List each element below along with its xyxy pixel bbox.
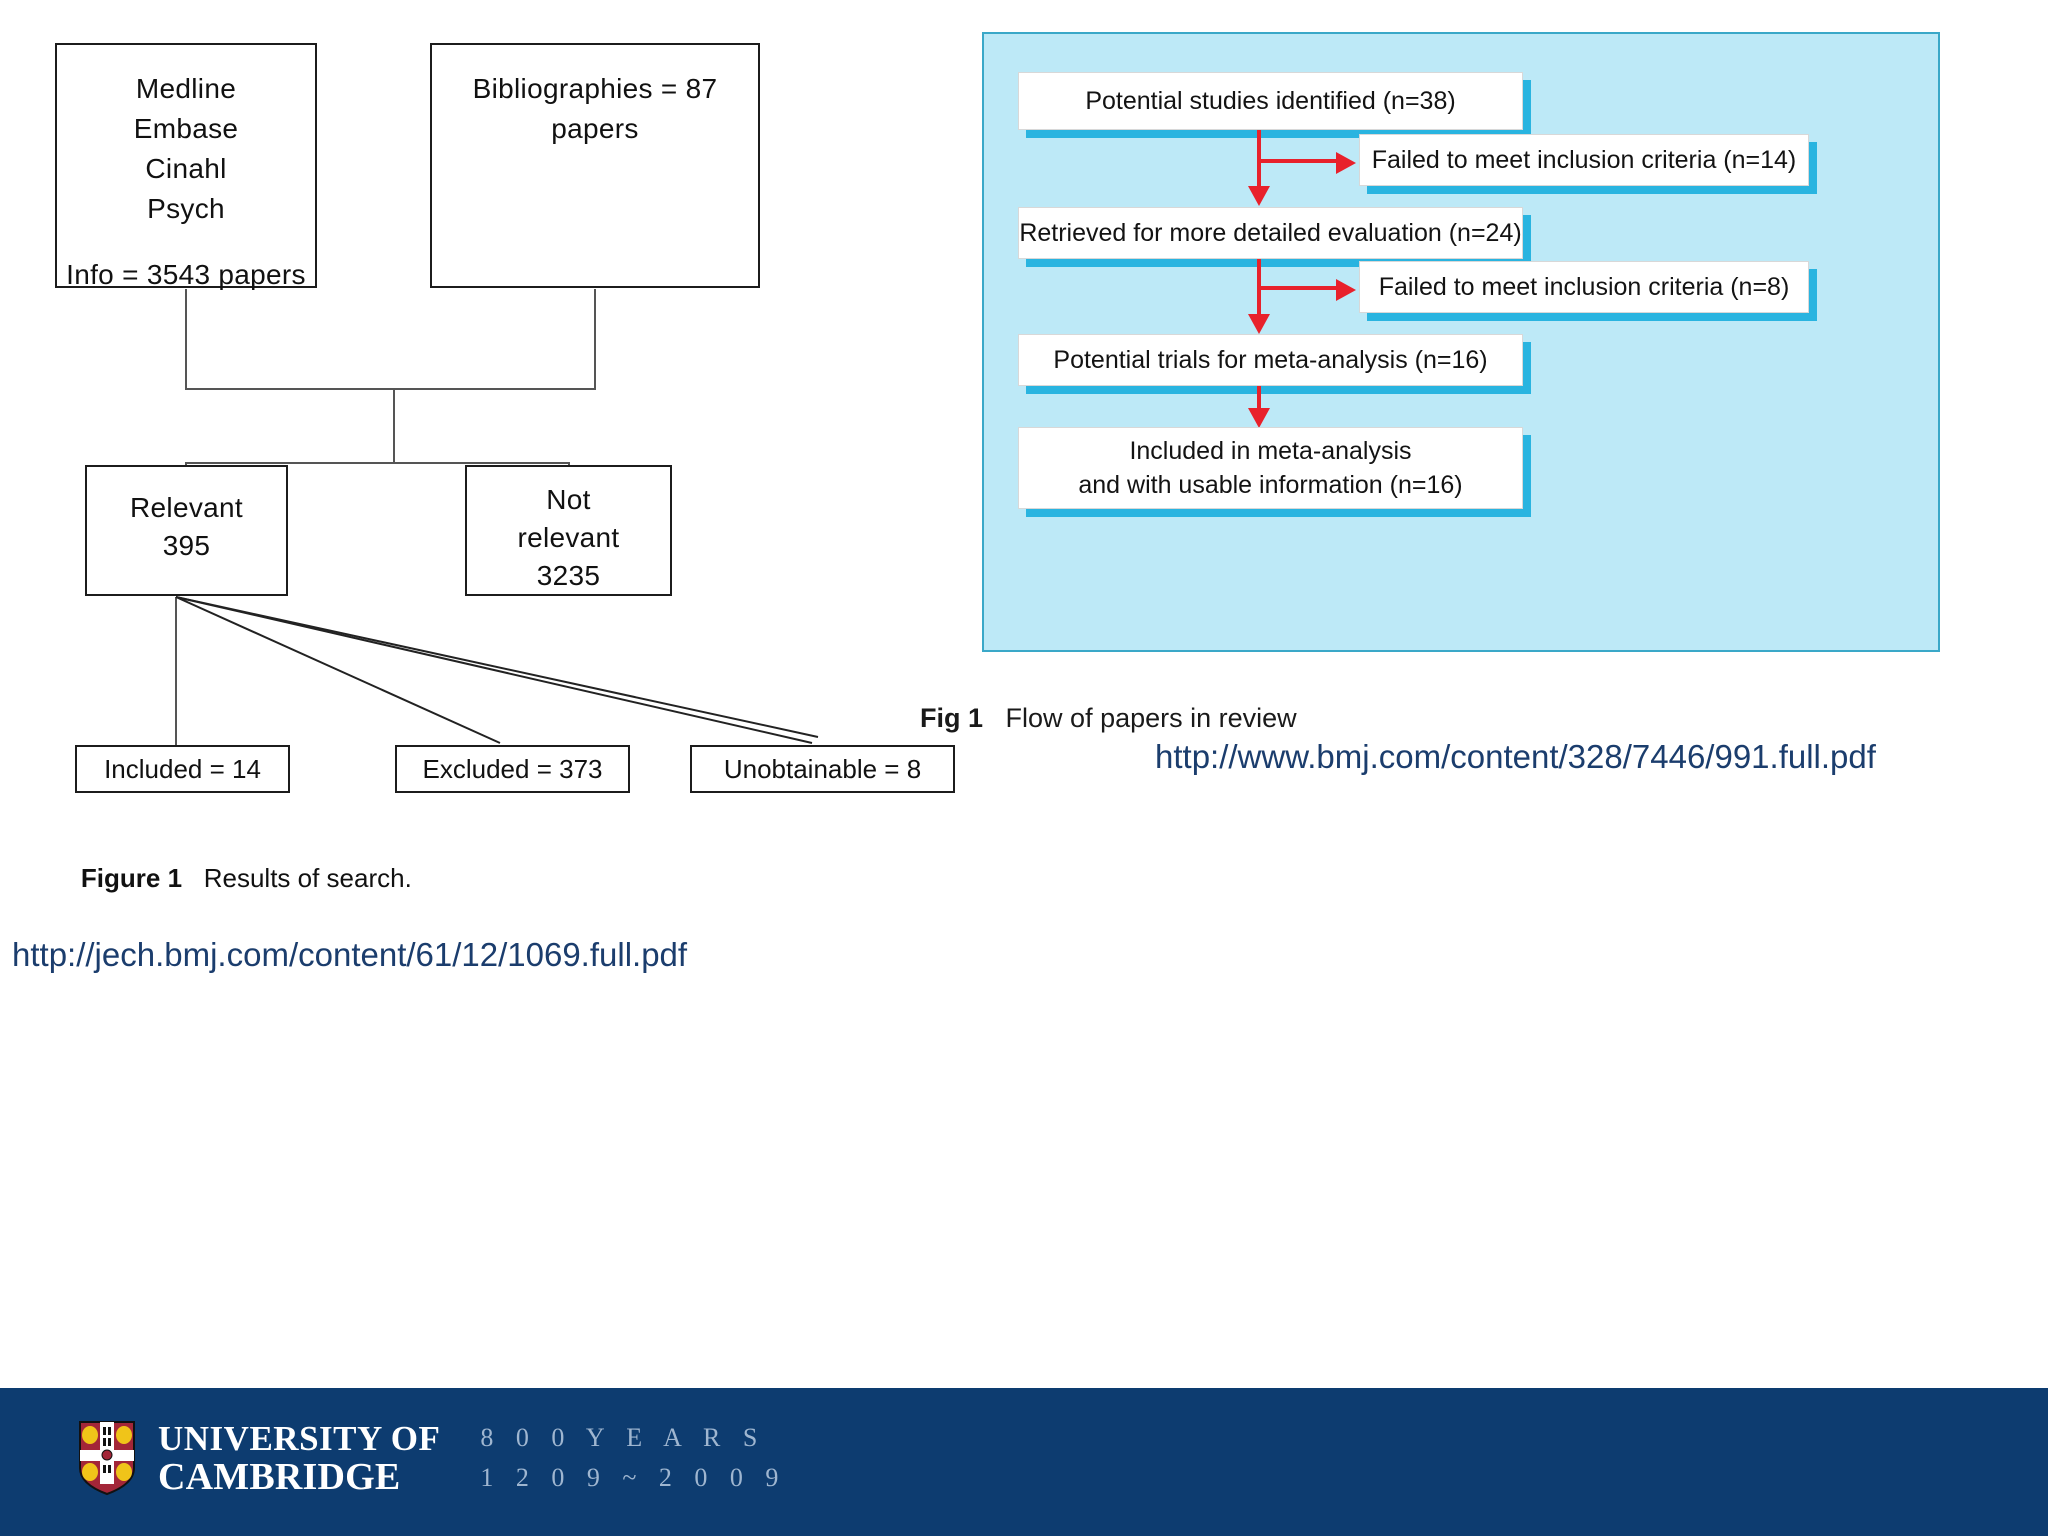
left-figure-caption-text: Results of search. — [203, 863, 412, 893]
cambridge-logo-lockup: UNIVERSITY OF CAMBRIDGE 8 0 0 Y E A R S … — [78, 1418, 786, 1498]
not-relevant-label-2: relevant — [517, 522, 620, 553]
relevant-fanout-connectors — [175, 596, 819, 745]
right-figure-caption: Fig 1 Flow of papers in review — [905, 672, 1297, 734]
relevant-count: 395 — [162, 530, 211, 561]
arrow-to-failed2-head — [1336, 279, 1356, 301]
databases-line-embase: Embase — [133, 113, 239, 144]
databases-line-info: Info = 3543 papers — [66, 259, 306, 290]
not-relevant-count: 3235 — [536, 560, 601, 591]
included-meta-analysis-box: Included in meta-analysis and with usabl… — [1018, 427, 1523, 509]
arrow-to-failed1-stem — [1257, 159, 1345, 163]
arrow-to-failed1-head — [1336, 152, 1356, 174]
not-relevant-label-1: Not — [546, 484, 591, 515]
relevant-label: Relevant — [130, 492, 243, 523]
anniversary-text: 8 0 0 Y E A R S 1 2 0 9 ~ 2 0 0 9 — [480, 1418, 786, 1498]
jech-url-link[interactable]: http://jech.bmj.com/content/61/12/1069.f… — [12, 936, 688, 973]
cambridge-crest-icon — [78, 1420, 136, 1496]
unobtainable-box: Unobtainable = 8 — [690, 745, 955, 793]
arrow-trials-to-included-stem — [1257, 386, 1261, 419]
included-meta-analysis-line-1: Included in meta-analysis — [1129, 437, 1412, 465]
bmj-url-link[interactable]: http://www.bmj.com/content/328/7446/991.… — [1155, 738, 1876, 775]
left-figure-caption: Figure 1 Results of search. — [52, 832, 412, 925]
right-flow-diagram-panel: Potential studies identified (n=38) Fail… — [982, 32, 1940, 652]
anniversary-line-1: 8 0 0 Y E A R S — [480, 1423, 766, 1452]
connector-split-bottom — [185, 462, 569, 464]
left-figure-caption-label: Figure 1 — [80, 863, 183, 893]
arrow-to-failed2-stem — [1257, 286, 1345, 290]
failed-inclusion-criteria-8-box: Failed to meet inclusion criteria (n=8) — [1359, 261, 1809, 313]
arrow-trials-to-included-head — [1248, 408, 1270, 428]
wordmark-line-2: CAMBRIDGE — [158, 1456, 401, 1498]
databases-line-cinahl: Cinahl — [145, 153, 227, 184]
potential-studies-identified-box: Potential studies identified (n=38) — [1018, 72, 1523, 130]
databases-box: Medline Embase Cinahl Psych Info = 3543 … — [55, 43, 317, 290]
right-figure-caption-label: Fig 1 — [920, 703, 984, 733]
excluded-box: Excluded = 373 — [395, 745, 630, 793]
connector-to-relevant — [185, 462, 187, 467]
connector-merge-top — [185, 388, 596, 390]
connector-merge-down — [393, 388, 395, 463]
databases-line-psych: Psych — [147, 193, 225, 224]
bibliographies-line-1: Bibliographies = 87 — [472, 73, 718, 104]
bibliographies-line-2: papers — [551, 113, 639, 144]
retrieved-detailed-evaluation-box: Retrieved for more detailed evaluation (… — [1018, 207, 1523, 259]
included-meta-analysis-line-2: and with usable information (n=16) — [1078, 471, 1463, 499]
potential-trials-meta-analysis-box: Potential trials for meta-analysis (n=16… — [1018, 334, 1523, 386]
connector-databases-down — [185, 289, 187, 389]
failed-inclusion-criteria-14-box: Failed to meet inclusion criteria (n=14) — [1359, 134, 1809, 186]
included-box: Included = 14 — [75, 745, 290, 793]
bibliographies-box: Bibliographies = 87 papers — [430, 43, 760, 288]
connector-to-not-relevant — [568, 462, 570, 467]
arrow-identified-to-retrieved-head — [1248, 186, 1270, 206]
wordmark-line-1: UNIVERSITY OF — [158, 1419, 441, 1458]
connector-biblio-down — [594, 289, 596, 389]
arrow-retrieved-to-trials-stem — [1257, 259, 1261, 321]
footer-bar: UNIVERSITY OF CAMBRIDGE 8 0 0 Y E A R S … — [0, 1388, 2048, 1536]
arrow-retrieved-to-trials-head — [1248, 314, 1270, 334]
left-flow-diagram: Medline Embase Cinahl Psych Info = 3543 … — [0, 0, 1000, 900]
databases-line-medline: Medline — [135, 73, 237, 104]
anniversary-line-2: 1 2 0 9 ~ 2 0 0 9 — [480, 1463, 787, 1492]
relevant-box: Relevant 395 — [85, 465, 288, 596]
not-relevant-box: Not relevant 3235 — [465, 465, 672, 596]
right-figure-caption-text: Flow of papers in review — [1005, 703, 1297, 733]
cambridge-wordmark: UNIVERSITY OF CAMBRIDGE — [158, 1419, 441, 1498]
